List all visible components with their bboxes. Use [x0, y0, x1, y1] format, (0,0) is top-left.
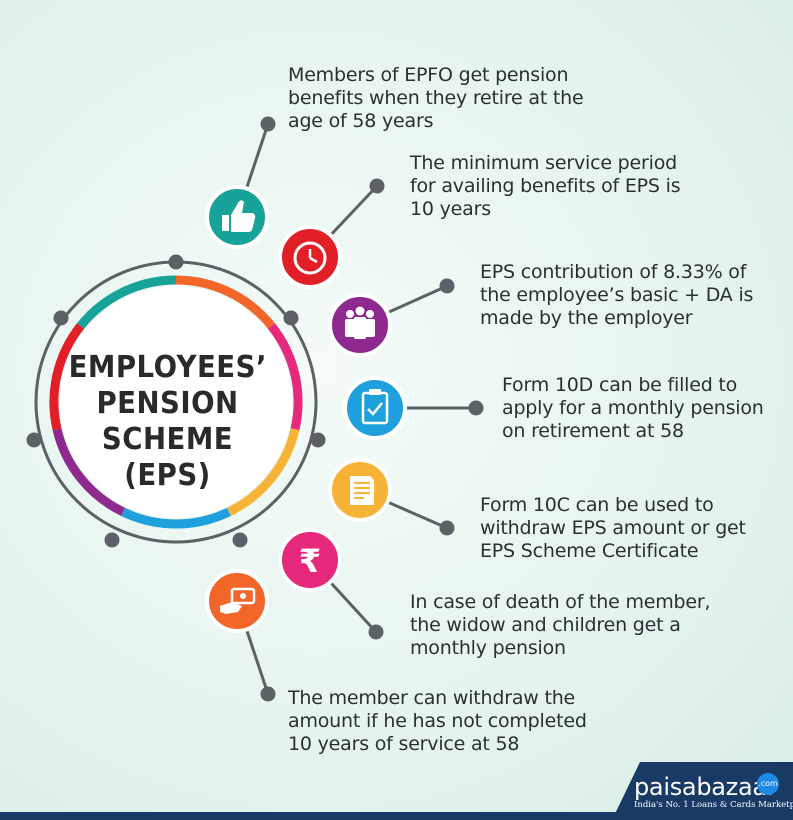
fact-text: EPS contribution of 8.33% of the employe… — [480, 261, 754, 329]
title-line: SCHEME — [101, 422, 234, 457]
color-ring — [49, 275, 303, 529]
footer-bar — [0, 812, 793, 820]
title-line: EMPLOYEES’ — [68, 350, 267, 385]
employees-icon — [328, 293, 392, 357]
brand-tagline: India's No. 1 Loans & Cards Marketplace — [634, 800, 793, 810]
fact-text: In case of death of the member, the wido… — [410, 591, 711, 659]
brand-badge: .com — [757, 773, 779, 795]
fact-text: Members of EPFO get pension benefits whe… — [288, 64, 584, 132]
title-line: PENSION — [96, 386, 239, 421]
brand-logo: paisabazaar — [634, 773, 777, 801]
center-disc — [60, 286, 292, 518]
brand-ribbon — [612, 762, 793, 820]
clipboard-check-icon — [343, 376, 407, 440]
cash-hand-icon — [205, 569, 269, 633]
thumbs-up-icon — [205, 185, 269, 249]
fact-text: The member can withdraw the amount if he… — [288, 687, 587, 755]
fact-text: The minimum service period for availing … — [410, 152, 681, 220]
fact-text: Form 10C can be used to withdraw EPS amo… — [480, 494, 746, 562]
clock-icon — [278, 225, 342, 289]
rupee-icon: ₹ — [278, 528, 342, 592]
form-document-icon — [328, 458, 392, 522]
scheme-title: EMPLOYEES’ PENSION SCHEME (EPS) — [69, 350, 267, 494]
svg-text:₹: ₹ — [299, 542, 321, 580]
outer-ring-nodes — [26, 254, 326, 548]
title-line: (EPS) — [124, 458, 211, 493]
connector-dots — [260, 116, 484, 702]
fact-text: Form 10D can be filled to apply for a mo… — [502, 374, 764, 442]
